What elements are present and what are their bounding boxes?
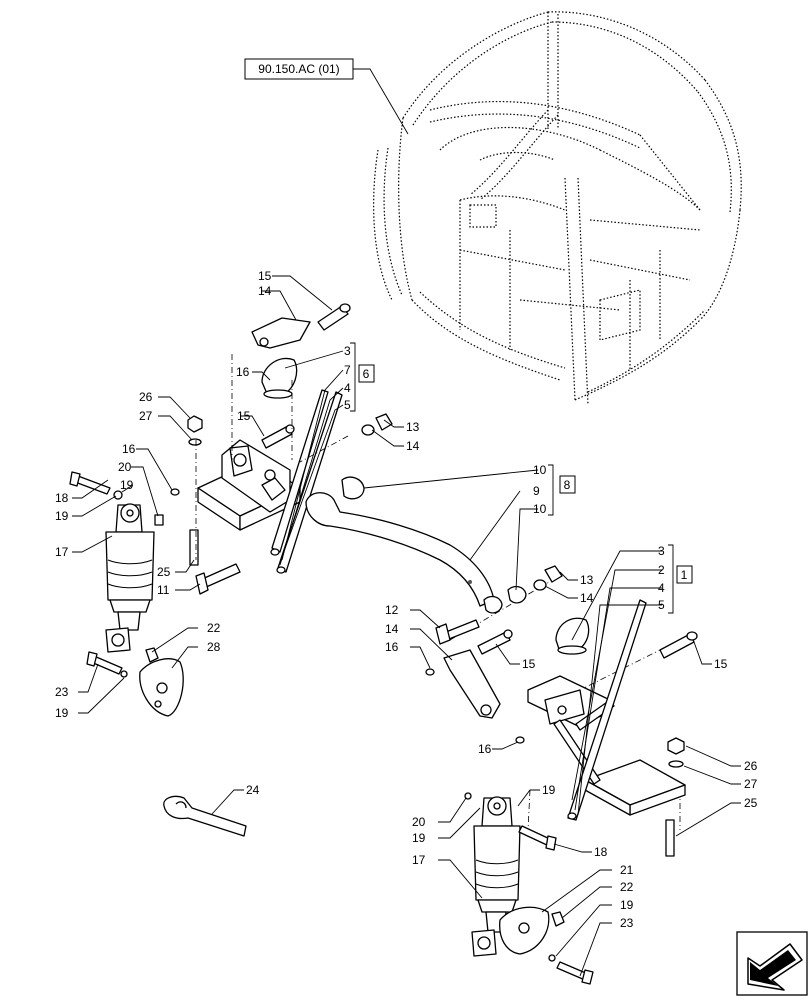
callout-14: 14	[385, 622, 399, 636]
callout-18: 18	[55, 491, 69, 505]
callout-15: 15	[714, 657, 728, 671]
callout-14: 14	[406, 439, 420, 453]
callout-24: 24	[246, 783, 260, 797]
stud-25-left	[189, 529, 199, 566]
bolt-12	[435, 619, 480, 645]
callout-3: 3	[658, 544, 665, 558]
callout-7: 7	[344, 363, 351, 377]
callout-12: 12	[385, 603, 399, 617]
callout-13: 13	[406, 420, 420, 434]
left-mount-bracket	[197, 439, 301, 531]
callout-13: 13	[580, 573, 594, 587]
callout-26: 26	[139, 390, 153, 404]
callout-2: 2	[658, 563, 665, 577]
callout-28: 28	[207, 640, 221, 654]
nut-13-mid	[533, 565, 563, 591]
callout-25: 25	[157, 565, 171, 579]
pin-15-lower	[477, 629, 513, 655]
arrow-navigation-icon[interactable]	[736, 931, 808, 996]
callouts: 15 14 16 3 7 4 5 26 27 15 13 14 16 20 19…	[55, 269, 758, 930]
callout-16: 16	[122, 442, 136, 456]
washer-16-left	[170, 488, 180, 496]
callout-5: 5	[658, 598, 665, 612]
callout-20: 20	[118, 460, 132, 474]
callout-15: 15	[258, 269, 272, 283]
nut-13-top	[361, 413, 393, 436]
pin-15-right	[659, 631, 698, 659]
callout-27: 27	[139, 409, 153, 423]
callout-17: 17	[412, 853, 426, 867]
reference-text: 90.150.AC (01)	[258, 62, 339, 76]
callout-23: 23	[620, 916, 634, 930]
pin-15-top	[317, 303, 351, 331]
nut-26-right	[667, 737, 685, 768]
callout-25: 25	[744, 796, 758, 810]
callout-20: 20	[412, 815, 426, 829]
bolt-23-left	[86, 651, 123, 675]
callout-4: 4	[344, 381, 351, 395]
callout-17: 17	[55, 545, 69, 559]
callout-19: 19	[120, 478, 134, 492]
nut-26-left	[187, 415, 203, 446]
lower-bracket-28-left	[139, 658, 184, 717]
link-plate-14-lower	[443, 649, 501, 719]
bolt-18-left	[69, 471, 111, 495]
bolt-11	[195, 563, 241, 595]
callout-11: 11	[157, 583, 170, 597]
callout-10: 10	[533, 502, 547, 516]
kit-8-label: 8	[564, 478, 571, 492]
callout-10: 10	[533, 463, 547, 477]
callout-19: 19	[55, 706, 69, 720]
kit-6-label: 6	[363, 367, 370, 381]
wrench-24	[163, 795, 247, 837]
callout-21: 21	[620, 863, 634, 877]
callout-19: 19	[55, 509, 69, 523]
callout-3: 3	[344, 344, 351, 358]
callout-18: 18	[594, 845, 608, 859]
callout-27: 27	[744, 777, 758, 791]
leader-lines	[72, 275, 741, 977]
reference-label[interactable]: 90.150.AC (01)	[244, 58, 354, 80]
callout-4: 4	[658, 581, 665, 595]
callout-19: 19	[542, 783, 556, 797]
kit-bracket-8: 8	[548, 464, 576, 516]
kit-bracket-1: 1	[668, 544, 693, 614]
callout-9: 9	[533, 484, 540, 498]
lower-bracket-21-right	[499, 906, 550, 955]
bump-stop-16	[261, 357, 298, 399]
callout-23: 23	[55, 685, 69, 699]
callout-16: 16	[478, 742, 492, 756]
link-plate-14-top	[251, 317, 311, 349]
callout-5: 5	[344, 398, 351, 412]
pin-15-mid	[261, 424, 295, 449]
link-arm-9	[305, 476, 527, 614]
bolt-23-right	[556, 961, 594, 985]
callout-16: 16	[236, 365, 250, 379]
callout-19: 19	[620, 898, 634, 912]
kit-1-label: 1	[681, 568, 688, 582]
callout-15: 15	[522, 657, 536, 671]
callout-19: 19	[412, 831, 426, 845]
callout-14: 14	[580, 591, 594, 605]
callout-22: 22	[620, 880, 634, 894]
shock-absorber-17-right	[471, 796, 521, 957]
callout-16: 16	[385, 640, 399, 654]
callout-26: 26	[744, 759, 758, 773]
callout-14: 14	[258, 284, 272, 298]
kit-bracket-6: 6	[350, 342, 375, 412]
cab-frame	[373, 11, 742, 406]
bump-stop-16-right	[555, 617, 590, 655]
shock-absorber-17-left	[105, 503, 155, 653]
callout-15: 15	[237, 409, 251, 423]
callout-22: 22	[207, 621, 221, 635]
bolt-18-right	[518, 825, 557, 851]
